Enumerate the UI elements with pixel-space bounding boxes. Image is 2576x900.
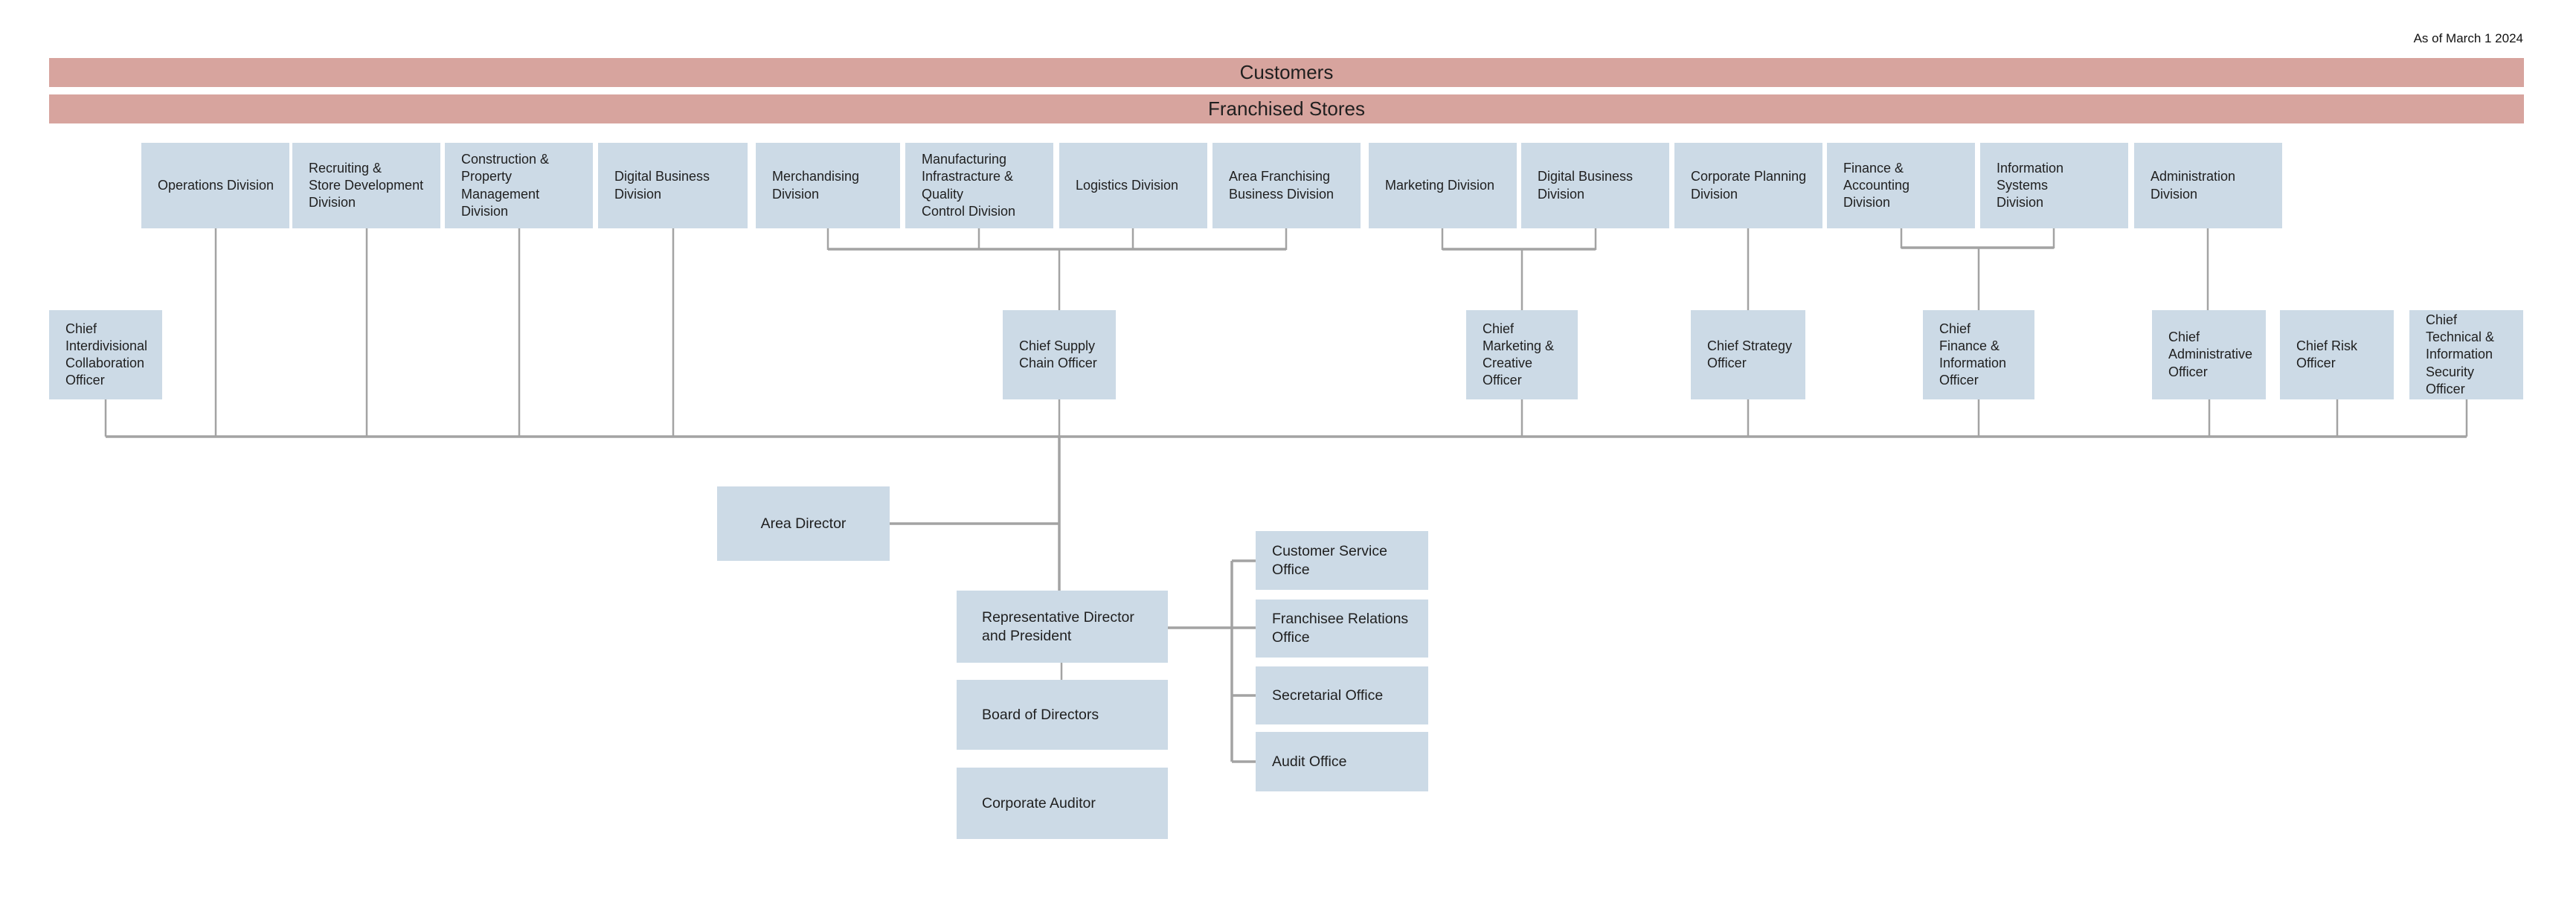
banner-franchised-stores: Franchised Stores: [49, 94, 2524, 123]
officer-box-chief-administrative: Chief Administrative Officer: [2152, 310, 2266, 399]
division-box-corporate-planning: Corporate Planning Division: [1674, 143, 1822, 228]
division-box-finance-accounting: Finance & Accounting Division: [1827, 143, 1975, 228]
division-box-area-franchising: Area Franchising Business Division: [1212, 143, 1361, 228]
officer-box-chief-risk: Chief Risk Officer: [2280, 310, 2394, 399]
box-corporate-auditor: Corporate Auditor: [957, 768, 1168, 839]
division-box-merchandising: Merchandising Division: [756, 143, 900, 228]
division-box-information-systems: Information Systems Division: [1980, 143, 2128, 228]
box-area-director: Area Director: [717, 486, 890, 561]
division-box-operations: Operations Division: [141, 143, 289, 228]
officer-box-chief-marketing-creative: Chief Marketing & Creative Officer: [1466, 310, 1578, 399]
officer-box-chief-technical-information-security: Chief Technical & Information Security O…: [2409, 310, 2523, 399]
officer-box-chief-strategy: Chief Strategy Officer: [1691, 310, 1805, 399]
officer-box-chief-supply-chain: Chief Supply Chain Officer: [1003, 310, 1116, 399]
division-box-digital-business-1: Digital Business Division: [598, 143, 748, 228]
office-box-franchisee-relations: Franchisee Relations Office: [1256, 600, 1428, 658]
office-box-audit: Audit Office: [1256, 732, 1428, 791]
officer-box-chief-interdivisional-collaboration: Chief Interdivisional Collaboration Offi…: [49, 310, 162, 399]
division-box-marketing: Marketing Division: [1369, 143, 1517, 228]
division-box-recruiting-store-development: Recruiting & Store Development Division: [292, 143, 440, 228]
office-box-customer-service: Customer Service Office: [1256, 531, 1428, 590]
officer-box-chief-finance-information: Chief Finance & Information Officer: [1923, 310, 2034, 399]
as-of-date: As of March 1 2024: [2413, 31, 2523, 45]
connector-drops: [104, 228, 2468, 680]
division-box-logistics: Logistics Division: [1059, 143, 1207, 228]
box-representative-director-president: Representative Director and President: [957, 591, 1168, 663]
division-box-digital-business-2: Digital Business Division: [1521, 143, 1669, 228]
connector-trunks: [106, 246, 2467, 763]
box-board-of-directors: Board of Directors: [957, 680, 1168, 750]
banner-customers: Customers: [49, 58, 2524, 87]
division-box-construction-property: Construction & Property Management Divis…: [445, 143, 593, 228]
division-box-administration: Administration Division: [2134, 143, 2282, 228]
office-box-secretarial: Secretarial Office: [1256, 666, 1428, 724]
division-box-manufacturing-quality: Manufacturing Infrastracture & Quality C…: [905, 143, 1053, 228]
